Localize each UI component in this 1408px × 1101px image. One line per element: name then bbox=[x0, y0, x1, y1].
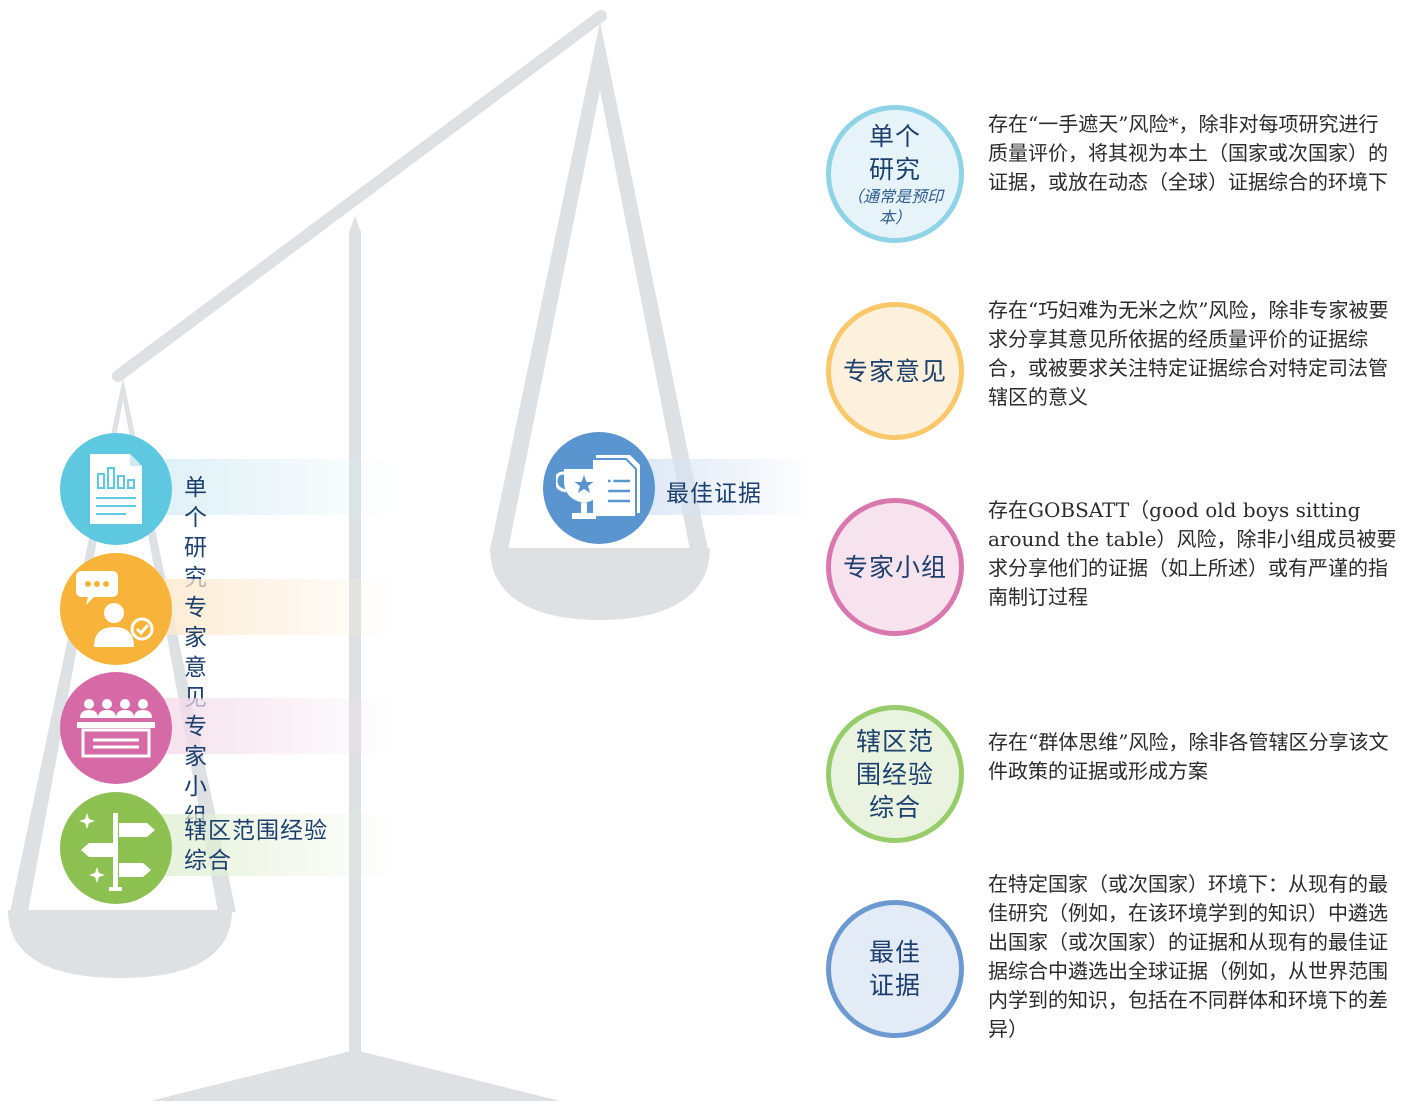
row-subtitle: （通常是预印本） bbox=[846, 187, 943, 227]
item-label: 专家小组 bbox=[184, 714, 208, 830]
item-circle bbox=[60, 553, 172, 665]
row-circle-single-study: 单个研究 （通常是预印本） bbox=[826, 105, 964, 243]
row-title: 辖区范围经验综合 bbox=[855, 726, 934, 822]
trophy-document-icon bbox=[556, 455, 640, 519]
row-description-jurisdiction-synthesis: 存在“群体思维”风险，除非各管辖区分享该文件政策的证据或形成方案 bbox=[988, 730, 1389, 783]
row-description-single-study: 存在“一手遮天”风险*，除非对每项研究进行质量评价，将其视为本土（国家或次国家）… bbox=[988, 112, 1388, 194]
item-circle bbox=[60, 792, 172, 904]
item-label: 单个研究 bbox=[184, 475, 208, 591]
signpost-icon bbox=[79, 813, 155, 891]
item-label: 专家意见 bbox=[184, 595, 208, 711]
row-description-expert-opinion: 存在“巧妇难为无米之炊”风险，除非专家被要求分享其意见所依据的经质量评价的证据综… bbox=[988, 298, 1389, 409]
right-pan bbox=[490, 548, 710, 620]
row-description-best-evidence: 在特定国家（或次国家）环境下：从现有的最佳研究（例如，在该环境学到的知识）中遴选… bbox=[988, 872, 1388, 1041]
row-description-expert-panel: 存在GOBSATT（good old boys sitting around t… bbox=[988, 498, 1397, 609]
row-circle-expert-opinion: 专家意见 bbox=[826, 302, 964, 440]
scale-beam bbox=[112, 10, 607, 382]
document-chart-icon bbox=[90, 454, 142, 524]
item-circle bbox=[60, 672, 172, 784]
row-title: 专家意见 bbox=[842, 356, 947, 386]
item-label: 辖区范围经验综合 bbox=[184, 818, 328, 874]
scale-base bbox=[150, 1050, 560, 1101]
row-circle-expert-panel: 专家小组 bbox=[826, 498, 964, 636]
expert-speech-icon bbox=[76, 571, 154, 647]
row-title: 单个研究 bbox=[868, 122, 921, 184]
row-title: 专家小组 bbox=[842, 552, 947, 582]
row-circle-jurisdiction-synthesis: 辖区范围经验综合 bbox=[826, 705, 964, 843]
row-title: 最佳证据 bbox=[868, 938, 921, 1000]
item-circle bbox=[60, 433, 172, 545]
item-circle bbox=[543, 432, 655, 544]
left-pan bbox=[8, 910, 232, 978]
row-circle-best-evidence: 最佳证据 bbox=[826, 900, 964, 1038]
item-label: 最佳证据 bbox=[666, 481, 762, 507]
panel-table-icon bbox=[77, 699, 155, 758]
